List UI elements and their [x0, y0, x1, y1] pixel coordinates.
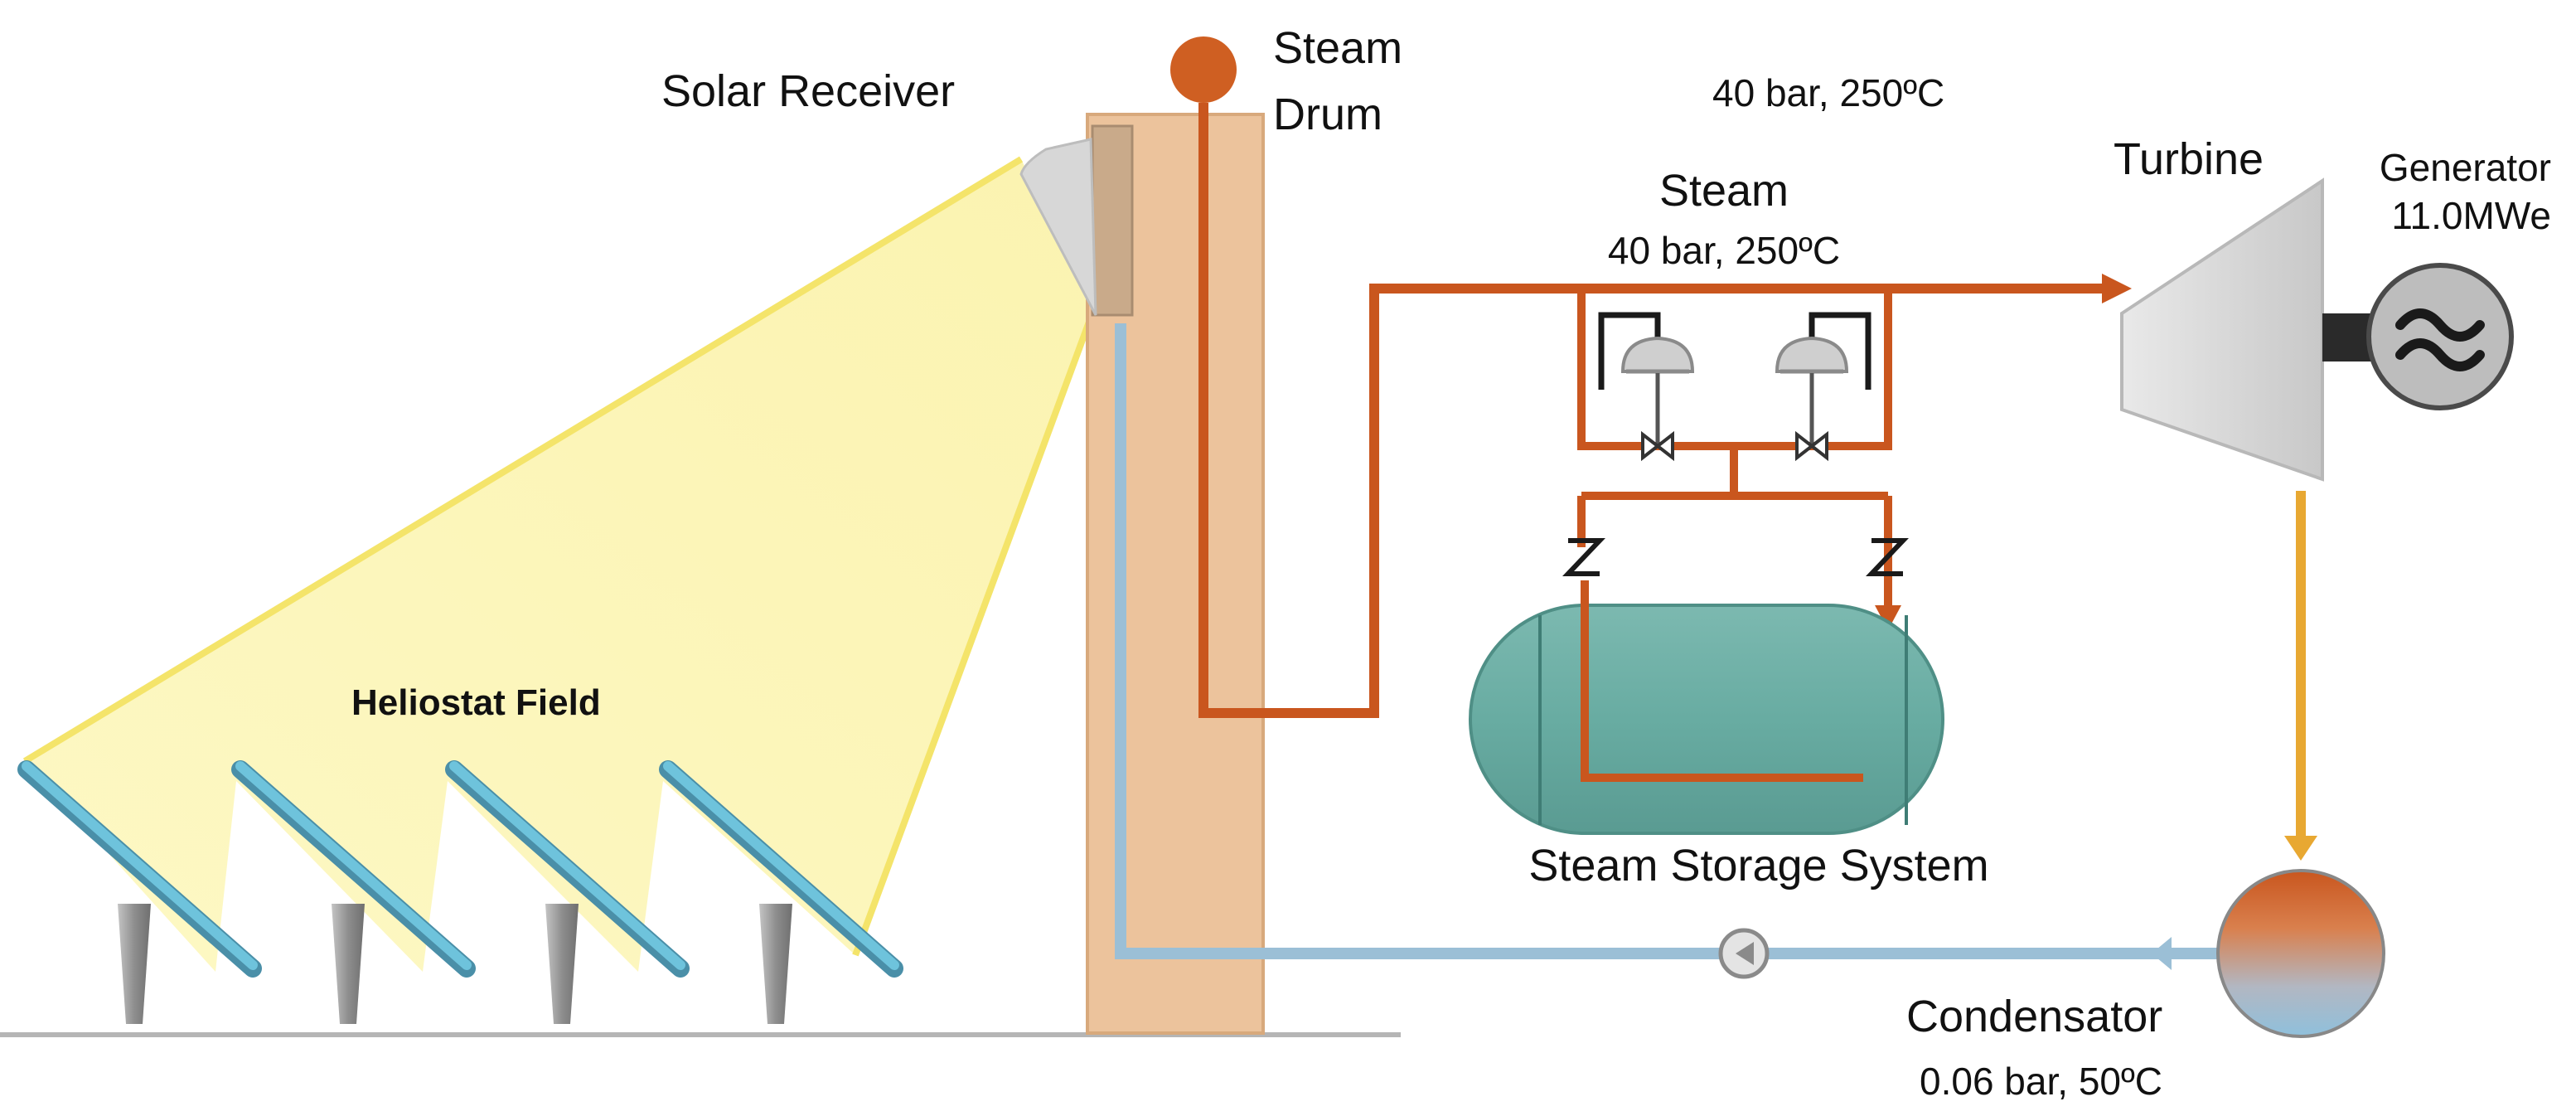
generator-shape: [2366, 263, 2514, 410]
steam-storage-label: Steam Storage System: [1528, 841, 1988, 890]
tilde-wave-icon: [2395, 308, 2485, 371]
heliostat-field: [17, 760, 903, 1024]
generator-output-label: 11.0MWe: [2391, 194, 2551, 237]
steam-drum-label-line1: Steam: [1273, 23, 1402, 73]
turbine-shape: [2120, 177, 2324, 482]
condensator-label: Condensator: [1906, 992, 2162, 1041]
water-return-pipe: [1115, 323, 2246, 959]
turbine-label: Turbine: [2114, 134, 2264, 184]
exhaust-flow-arrow: [2284, 836, 2317, 861]
steam-title-label: Steam: [1659, 166, 1789, 216]
steam-drum: [1170, 36, 1237, 103]
condensator-condition-label: 0.06 bar, 50ºC: [1920, 1060, 2162, 1103]
steam-to-turbine-arrow: [2102, 274, 2132, 303]
bowtie-valve-icon: [1795, 430, 1828, 462]
water-flow-arrow: [2152, 937, 2172, 970]
condensator-shape: [2216, 869, 2385, 1038]
heliostat-2: [231, 760, 476, 1024]
solar-receiver-label: Solar Receiver: [661, 66, 955, 116]
steam-condition-label: 40 bar, 250ºC: [1608, 229, 1840, 272]
generator-label: Generator: [2380, 146, 2551, 189]
turbine-shaft: [2322, 313, 2372, 361]
storage-inlet-arrow: [1875, 605, 1901, 630]
heliostat-field-label: Heliostat Field: [351, 682, 601, 723]
steam-riser-pipe: [1198, 103, 2105, 718]
sunlight-beam: [22, 156, 1097, 972]
bowtie-valve-icon: [1641, 430, 1674, 462]
steam-storage-tank: [1469, 604, 1944, 835]
receiver-panel: [1091, 124, 1134, 317]
valve-control-lines: [1598, 312, 1871, 390]
steam-drum-label-line2: Drum: [1273, 90, 1382, 139]
heliostat-4: [659, 760, 903, 1024]
check-valve-icon: [1562, 538, 1909, 576]
heliostat-3: [445, 760, 690, 1024]
storage-inner-pipe: [1581, 580, 1863, 782]
solar-receiver-shape: [1019, 138, 1097, 316]
control-valve-right: [1775, 336, 1849, 462]
pump-icon: [1718, 928, 1770, 979]
control-valve-left: [1620, 336, 1695, 462]
top-condition-label: 40 bar, 250ºC: [1712, 71, 1944, 114]
heliostat-1: [17, 760, 262, 1024]
